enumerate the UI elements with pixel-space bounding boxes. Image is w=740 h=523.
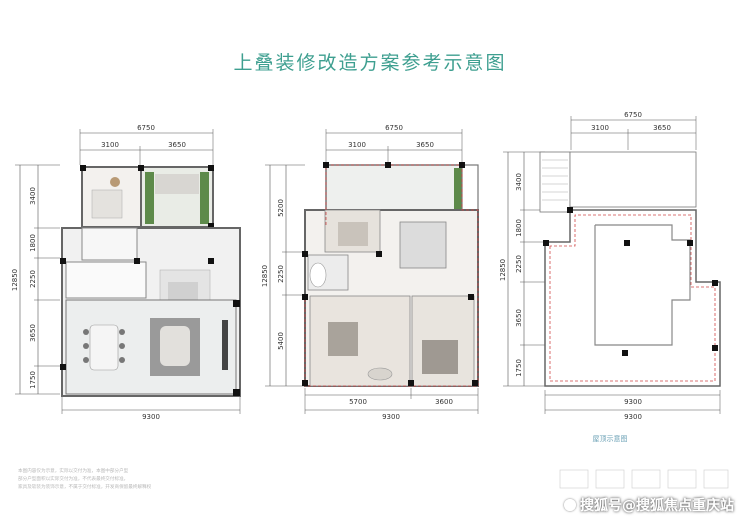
dim-left-1: 3400 — [29, 187, 37, 205]
dim-left-1: 5200 — [277, 199, 285, 217]
dim-left-2: 1800 — [515, 219, 523, 237]
dim-bottom-right: 3600 — [435, 398, 453, 406]
dim-top-right: 3650 — [168, 141, 186, 149]
dim-top-left: 3100 — [591, 124, 609, 132]
dim-top-total: 6750 — [385, 124, 403, 132]
watermark: 搜狐号@搜狐焦点重庆站 — [556, 494, 734, 516]
floor-plan-2: 6750 3100 3650 12850 5200 2250 5400 5700… — [261, 124, 479, 421]
dim-bottom-2: 9300 — [624, 413, 642, 421]
floor-plan-1: 6750 3100 3650 12850 3400 1800 2250 3650… — [11, 124, 241, 421]
dim-top-left: 3100 — [101, 141, 119, 149]
dim-bottom-left: 5700 — [349, 398, 367, 406]
note-line: 家具及软装为装饰示意，不属于交付标准，开发商保留最终解释权 — [18, 485, 152, 490]
dim-bottom-1: 9300 — [624, 398, 642, 406]
elevation-thumbnails — [559, 469, 729, 489]
dim-bottom-total: 9300 — [382, 413, 400, 421]
sohu-logo-icon — [564, 499, 576, 511]
dim-left-3: 2250 — [515, 255, 523, 273]
page-title: 上叠装修改造方案参考示意图 — [233, 52, 507, 74]
note-line: 本图内容仅为示意，实际以交付为准，本图中部分户型 — [18, 469, 129, 474]
dim-left-3: 5400 — [277, 332, 285, 350]
dim-top-left: 3100 — [348, 141, 366, 149]
dim-left-5: 1750 — [515, 359, 523, 377]
dim-left-5: 1750 — [29, 371, 37, 389]
dim-left-total: 12850 — [11, 269, 19, 291]
roof-caption: 屋顶示意图 — [592, 435, 628, 443]
dim-top-right: 3650 — [416, 141, 434, 149]
disclaimer-notes: 本图内容仅为示意，实际以交付为准，本图中部分户型 部分户型面积以实际交付为准，不… — [18, 468, 558, 492]
dim-left-4: 3650 — [29, 324, 37, 342]
dim-left-4: 3650 — [515, 309, 523, 327]
note-line: 部分户型面积以实际交付为准，不代表最终交付标准， — [18, 477, 129, 482]
dim-left-1: 3400 — [515, 173, 523, 191]
dim-left-2: 2250 — [277, 265, 285, 283]
dim-left-2: 1800 — [29, 234, 37, 252]
roof-plan: 6750 3100 3650 12850 3400 1800 2250 3650… — [499, 111, 721, 421]
dim-left-3: 2250 — [29, 270, 37, 288]
dim-left-total: 12850 — [261, 265, 269, 287]
dim-bottom-total: 9300 — [142, 413, 160, 421]
dim-top-total: 6750 — [624, 111, 642, 119]
dim-left-total: 12850 — [499, 259, 507, 281]
dim-top-right: 3650 — [653, 124, 671, 132]
dim-top-total: 6750 — [137, 124, 155, 132]
watermark-text: 搜狐号@搜狐焦点重庆站 — [580, 498, 734, 514]
